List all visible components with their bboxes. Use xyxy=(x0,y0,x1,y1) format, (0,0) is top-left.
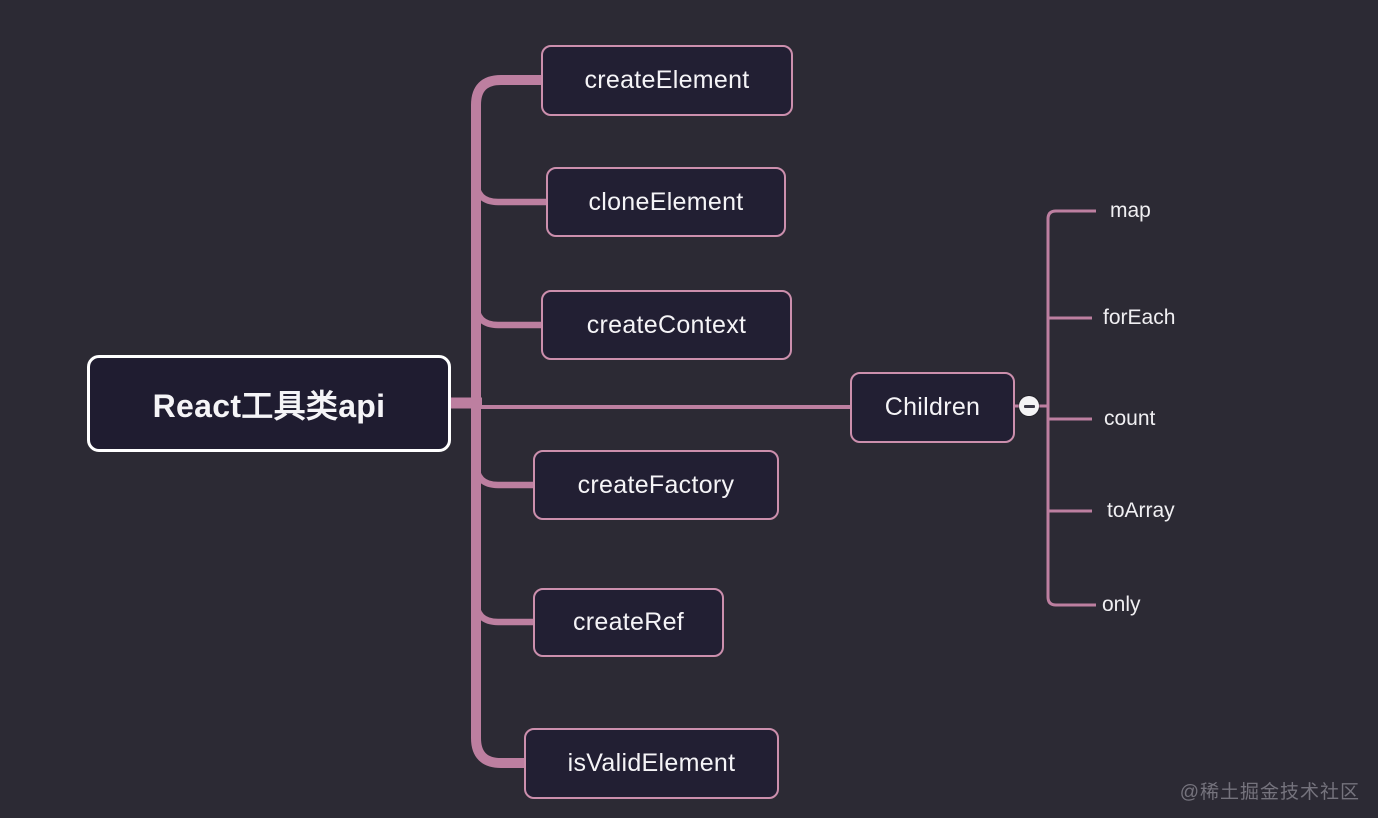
root-node[interactable]: React工具类api xyxy=(87,355,451,452)
node-children[interactable]: Children xyxy=(850,372,1015,443)
trunk-line xyxy=(471,75,541,768)
connector-create-ref xyxy=(472,599,533,626)
root-node-label: React工具类api xyxy=(152,387,386,424)
node-label: createRef xyxy=(572,608,685,636)
collapse-button[interactable] xyxy=(1019,396,1039,416)
node-is-valid-element[interactable]: isValidElement xyxy=(524,728,779,799)
watermark: @稀土掘金技术社区 xyxy=(1179,782,1360,803)
subnode-toarray[interactable]: toArray xyxy=(1107,499,1175,522)
node-create-ref[interactable]: createRef xyxy=(533,588,724,657)
node-create-factory[interactable]: createFactory xyxy=(533,450,779,520)
connector-create-factory xyxy=(472,462,533,489)
subnode-map[interactable]: map xyxy=(1110,199,1151,222)
subnode-only[interactable]: only xyxy=(1102,593,1141,616)
node-label: createFactory xyxy=(577,470,735,499)
minus-icon xyxy=(1023,404,1035,408)
connector-clone-element xyxy=(472,179,546,206)
subnode-count[interactable]: count xyxy=(1104,407,1156,430)
subnode-foreach[interactable]: forEach xyxy=(1103,306,1176,329)
node-label: Children xyxy=(884,393,981,421)
subtrunk-line xyxy=(1046,209,1096,607)
connector-create-context xyxy=(472,302,541,329)
node-label: createContext xyxy=(586,310,747,339)
node-create-context[interactable]: createContext xyxy=(541,290,792,360)
node-label: isValidElement xyxy=(567,749,736,777)
node-label: createElement xyxy=(584,66,750,94)
node-create-element[interactable]: createElement xyxy=(541,45,793,116)
node-clone-element[interactable]: cloneElement xyxy=(546,167,786,237)
node-label: cloneElement xyxy=(588,187,744,216)
